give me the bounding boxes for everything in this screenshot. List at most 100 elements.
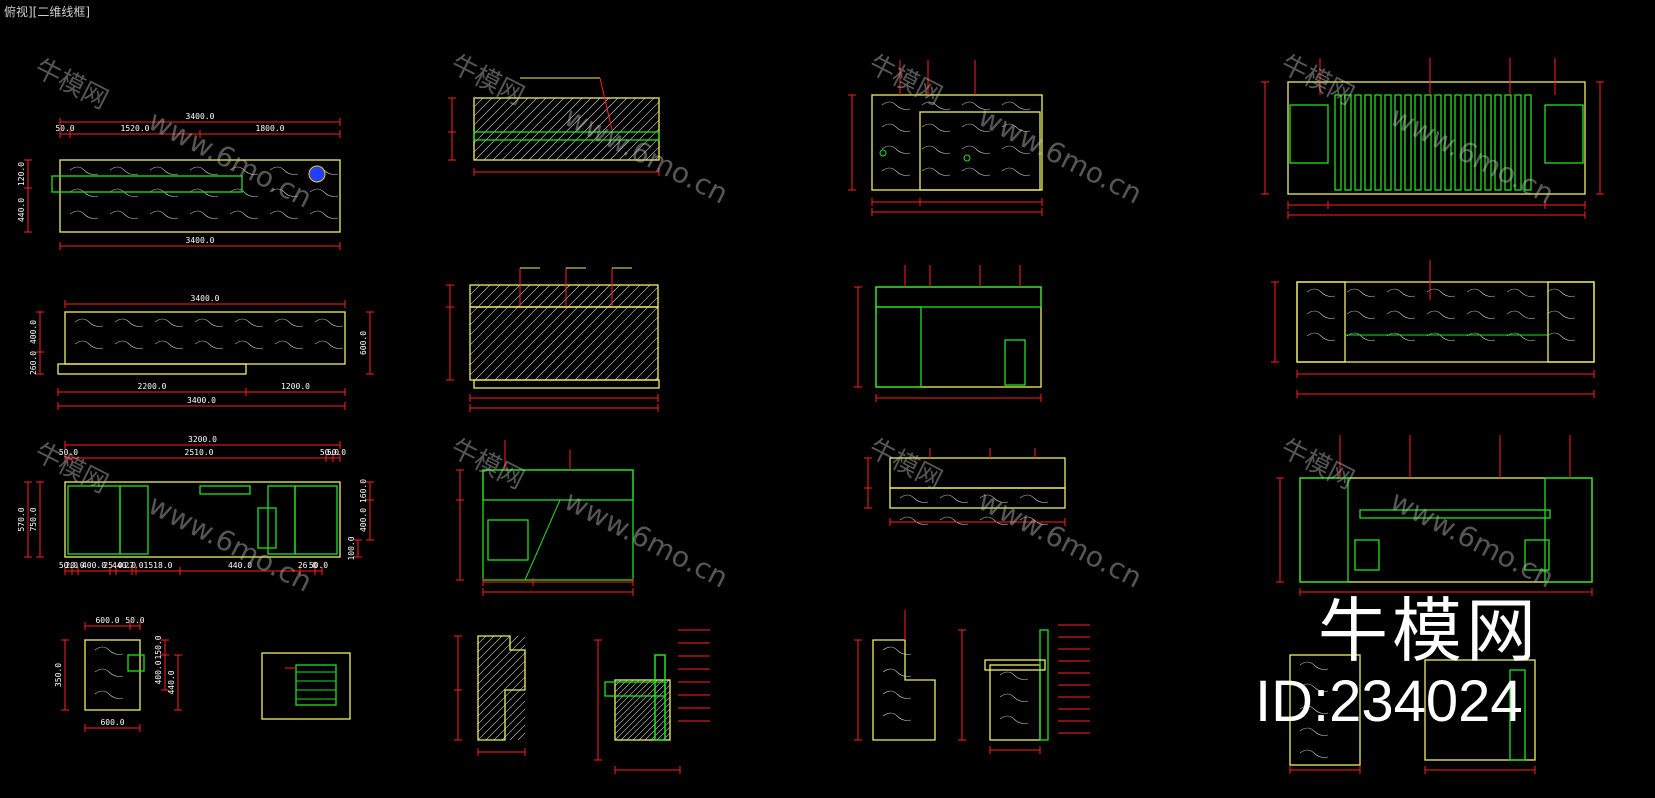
- marble-texture: [74, 318, 344, 349]
- slat: [1414, 94, 1422, 191]
- dimension-text: 440.0: [112, 561, 136, 570]
- slat: [1374, 94, 1382, 191]
- watermark-id-label: ID:234024: [1255, 669, 1523, 734]
- desk-front-leg: [1004, 339, 1026, 386]
- cabinet-left: [67, 485, 121, 555]
- slat: [1504, 94, 1512, 191]
- slat: [1404, 94, 1412, 191]
- section-top: [604, 681, 666, 697]
- section-cabinet: [614, 679, 671, 741]
- dimension-text: 400.0: [82, 561, 106, 570]
- leader-line: [599, 77, 613, 131]
- slat: [1494, 94, 1502, 191]
- keyboard-tray: [199, 485, 251, 495]
- counter-elevation-base: [889, 487, 1066, 509]
- marble-texture: [999, 671, 1029, 724]
- chair-outline: [1354, 539, 1380, 571]
- desk-rear-right: [1544, 477, 1593, 583]
- lattice-panel-left: [1289, 104, 1329, 164]
- lattice-panel-right: [1544, 104, 1584, 164]
- hatch-pattern: [470, 285, 658, 380]
- dimension-text: 3200.0: [188, 435, 217, 444]
- dimension-text: 1520.0: [121, 124, 150, 133]
- slat: [1424, 94, 1432, 191]
- desk-front-top: [875, 286, 1042, 308]
- countertop-outline: [64, 311, 346, 365]
- side-elevation-diagonal: [524, 499, 561, 581]
- chair-outline: [1524, 539, 1550, 571]
- dimension-text: 27.0: [124, 561, 143, 570]
- section-cabinet: [1289, 654, 1361, 766]
- elevation-band: [473, 131, 660, 141]
- section-panel: [654, 654, 666, 741]
- dimension-text: 2510.0: [185, 448, 214, 457]
- dimension-text: 400.0: [29, 320, 38, 344]
- dimension-text: 440.0: [17, 198, 26, 222]
- dimension-text: 600.0: [95, 616, 119, 625]
- dimension-text: 260.0: [29, 351, 38, 375]
- slat: [1344, 94, 1352, 191]
- desk-outline: [64, 481, 341, 558]
- side-elevation-drawer: [487, 519, 529, 561]
- slat: [1364, 94, 1372, 191]
- dimension-text: 3400.0: [186, 112, 215, 121]
- viewport-label[interactable]: 俯视][二维线框]: [4, 5, 91, 19]
- side-elevation: [482, 469, 634, 581]
- countertop-elevation-right: [1547, 281, 1595, 363]
- elevation-top-band: [469, 284, 659, 308]
- dimension-text: 26.0: [298, 561, 317, 570]
- desk-rear-left: [1299, 477, 1349, 583]
- dimension-text: 50.0: [309, 561, 328, 570]
- dimension-text: 400.0: [154, 660, 163, 684]
- desk-front-elevation: [875, 286, 1042, 388]
- dimension-text: 1518.0: [144, 561, 173, 570]
- chair-outline: [257, 507, 277, 549]
- dimension-text: 50.0: [59, 448, 78, 457]
- elevation-body: [469, 306, 659, 381]
- section-detail-frame: [261, 652, 351, 720]
- marble-texture: [1299, 661, 1329, 758]
- slat: [1384, 94, 1392, 191]
- dimension-text: 1200.0: [281, 382, 310, 391]
- slat: [1444, 94, 1452, 191]
- countertop-elevation-left: [1296, 281, 1346, 363]
- marble-texture: [1306, 288, 1576, 341]
- slat: [1474, 94, 1482, 191]
- dimension-text: 1800.0: [256, 124, 285, 133]
- dimension-text: 2200.0: [138, 382, 167, 391]
- section-frame: [1424, 659, 1536, 761]
- hatch-pattern: [615, 680, 670, 740]
- section-frame-green: [295, 664, 337, 706]
- section-panel: [1509, 669, 1526, 761]
- counter-elevation-top: [889, 457, 1066, 489]
- section-profile: [872, 639, 936, 741]
- desk-front-cabinet: [875, 306, 922, 388]
- countertop-elevation: [1296, 281, 1595, 363]
- slat: [1454, 94, 1462, 191]
- hatch-pattern: [474, 98, 659, 160]
- dimension-text: 400.0: [359, 508, 368, 532]
- dimension-text: 3400.0: [187, 396, 216, 405]
- slat: [1514, 94, 1522, 191]
- drawer-outline: [51, 175, 243, 193]
- dimension-text: 50.0: [55, 124, 74, 133]
- marble-texture: [899, 494, 1049, 525]
- dimension-text: 50.0: [125, 616, 144, 625]
- dimension-text: 150.0: [154, 635, 163, 659]
- desk-rear-elevation: [1299, 477, 1593, 583]
- detail-box: [127, 654, 145, 672]
- elevation-front: [473, 97, 660, 161]
- dimension-text: 100.0: [347, 536, 356, 560]
- dimension-text: 50.0: [327, 448, 346, 457]
- dimension-text: 440.0: [228, 561, 252, 570]
- small-countertop: [84, 639, 141, 711]
- marble-texture: [69, 166, 339, 219]
- slat: [1334, 94, 1342, 191]
- slat: [1394, 94, 1402, 191]
- fixing-marker: [879, 149, 887, 157]
- section-panel: [1039, 629, 1049, 741]
- dimension-text: 25.0: [103, 561, 122, 570]
- dimension-text: 120.0: [17, 162, 26, 186]
